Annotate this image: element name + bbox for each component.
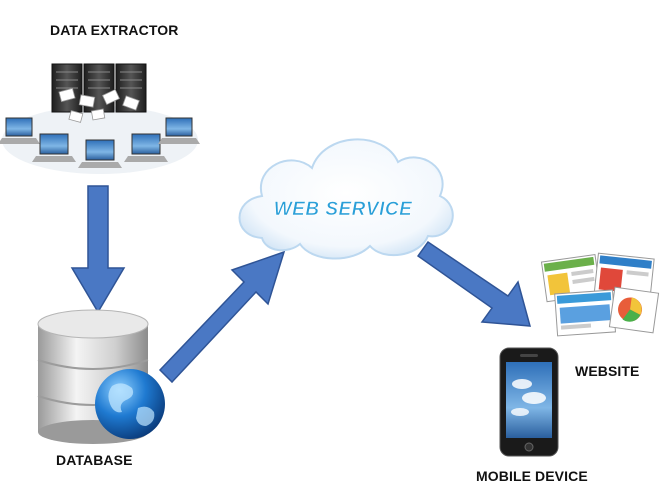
data-extractor-label: DATA EXTRACTOR [50, 22, 179, 38]
web-service-label: WEB SERVICE [274, 199, 413, 220]
globe-icon [95, 369, 165, 439]
arrow-database-to-webservice [158, 250, 286, 384]
website-icon [540, 252, 660, 337]
database-label: DATABASE [56, 452, 133, 468]
website-label: WEBSITE [575, 363, 640, 379]
arrow-extractor-to-database [70, 185, 126, 314]
arrow-webservice-to-devices [416, 240, 532, 327]
mobile-phone-icon [499, 347, 559, 457]
web-service-cloud: WEB SERVICE [238, 138, 454, 260]
data-extractor-icon [0, 63, 200, 174]
mobile-device-label: MOBILE DEVICE [476, 468, 588, 484]
